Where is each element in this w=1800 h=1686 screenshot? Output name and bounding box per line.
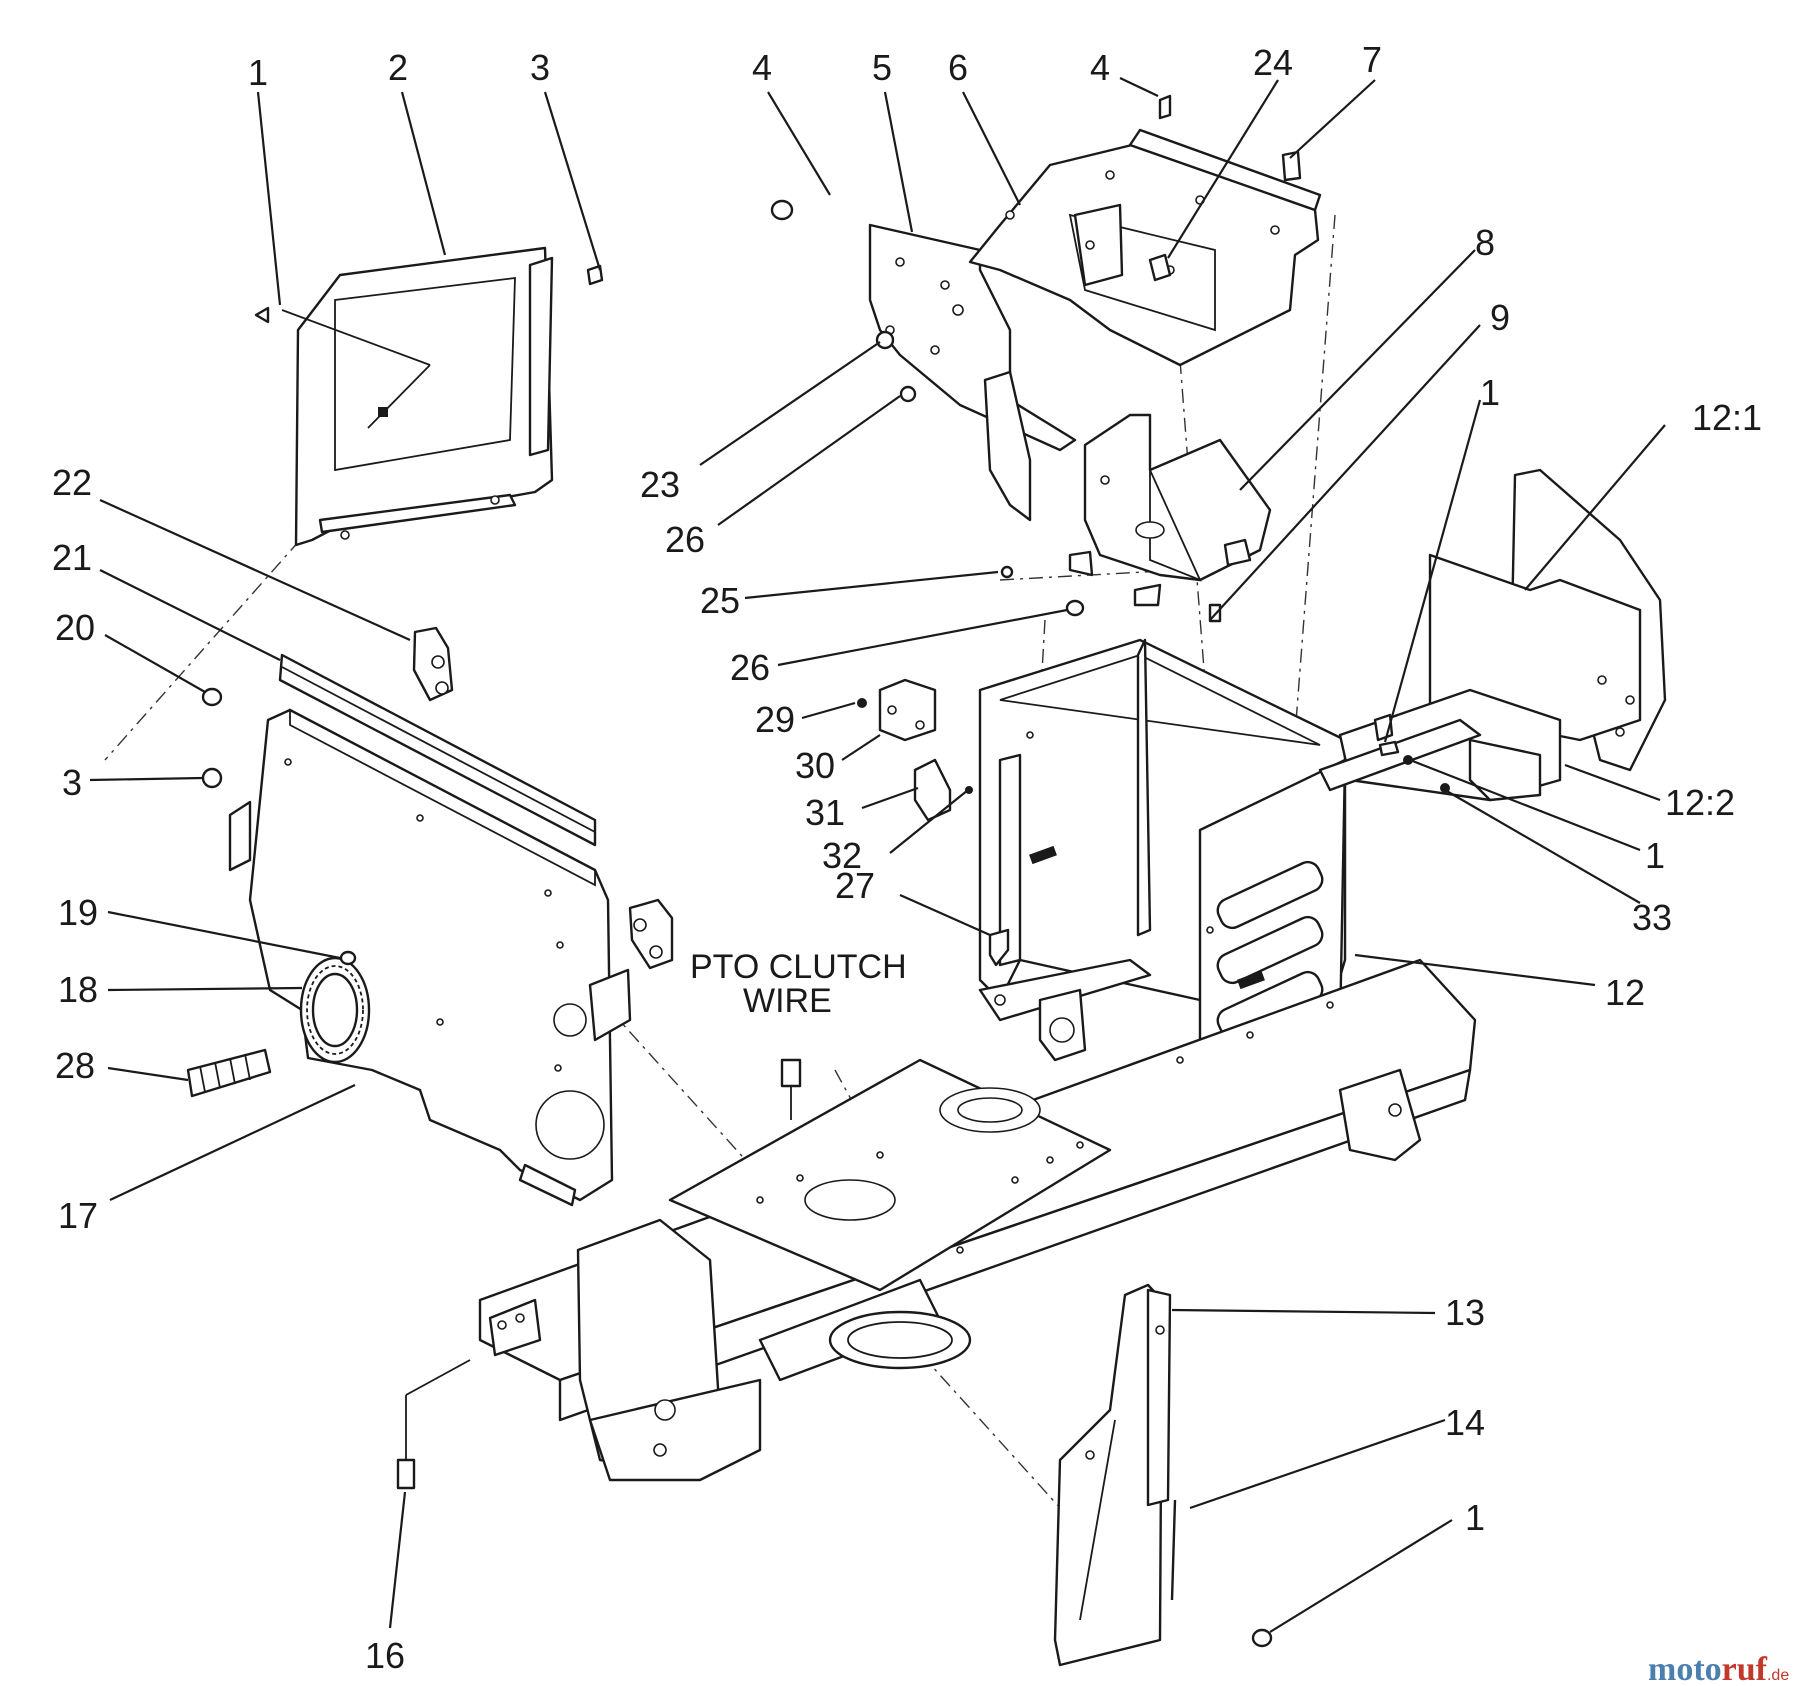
callout-14: 14 bbox=[1445, 1402, 1485, 1443]
part-22-clip bbox=[412, 626, 454, 702]
pto-clutch-wire-label: PTO CLUTCH WIRE bbox=[690, 948, 907, 1020]
callout-7: 7 bbox=[1362, 39, 1382, 80]
callout-3: 3 bbox=[530, 47, 550, 88]
part-21-rail bbox=[278, 653, 597, 847]
callout-30: 30 bbox=[795, 745, 835, 786]
part-12-2-mount bbox=[1318, 688, 1562, 802]
watermark-de: .de bbox=[1767, 1667, 1789, 1684]
callout-27: 27 bbox=[835, 865, 875, 906]
motoruf-watermark: motoruf.de bbox=[1648, 1651, 1789, 1686]
part-8-support-bracket bbox=[1068, 413, 1272, 607]
part-6-seat-bracket bbox=[968, 94, 1322, 367]
callout-5: 5 bbox=[872, 47, 892, 88]
callout-28: 28 bbox=[55, 1045, 95, 1086]
callout-16: 16 bbox=[365, 1635, 405, 1676]
callout-19: 19 bbox=[58, 892, 98, 933]
callout-labels: 1 2 3 4 5 6 4 24 7 8 9 1 12:1 22 21 20 3… bbox=[52, 39, 1762, 1676]
callout-22: 22 bbox=[52, 462, 92, 503]
part-left-side-panel bbox=[228, 708, 674, 1207]
part-main-frame bbox=[478, 958, 1477, 1482]
fasteners bbox=[201, 264, 1400, 1648]
part-12-1-rear-guard bbox=[1428, 468, 1667, 772]
callout-8: 8 bbox=[1475, 222, 1495, 263]
part-13-front-cover bbox=[1053, 1283, 1172, 1667]
pto-clutch-wire-connector bbox=[780, 1058, 802, 1120]
callout-33: 33 bbox=[1632, 897, 1672, 938]
part-16-connector bbox=[396, 1359, 471, 1490]
callout-2: 2 bbox=[388, 47, 408, 88]
part-28-spring bbox=[186, 1048, 272, 1098]
callout-25: 25 bbox=[700, 580, 740, 621]
callout-18: 18 bbox=[58, 969, 98, 1010]
callout-24: 24 bbox=[1253, 42, 1293, 83]
part-30-switch-bracket bbox=[857, 678, 973, 822]
watermark-moto: moto bbox=[1648, 1651, 1722, 1686]
callout-26: 26 bbox=[665, 519, 705, 560]
callout-31: 31 bbox=[805, 792, 845, 833]
callout-23: 23 bbox=[640, 464, 680, 505]
callout-20: 20 bbox=[55, 607, 95, 648]
callout-6: 6 bbox=[948, 47, 968, 88]
pto-label-line-1: PTO CLUTCH bbox=[690, 948, 907, 986]
callout-13: 13 bbox=[1445, 1292, 1485, 1333]
callout-32: 32 bbox=[822, 835, 862, 876]
watermark-text: motoruf.de bbox=[1648, 1651, 1789, 1686]
part-18-pulley bbox=[299, 956, 371, 1064]
callout-12-1: 12:1 bbox=[1692, 397, 1762, 438]
watermark-ruf: ruf bbox=[1722, 1651, 1768, 1686]
callout-1: 1 bbox=[248, 52, 268, 93]
callout-26: 26 bbox=[730, 647, 770, 688]
callout-17: 17 bbox=[58, 1195, 98, 1236]
callout-1: 1 bbox=[1465, 1497, 1485, 1538]
leader-lines bbox=[89, 77, 1666, 1633]
part-5-bracket bbox=[770, 199, 1077, 522]
callout-1: 1 bbox=[1645, 835, 1665, 876]
pto-label-line-2: WIRE bbox=[743, 982, 832, 1020]
callout-4: 4 bbox=[1090, 47, 1110, 88]
callout-9: 9 bbox=[1490, 297, 1510, 338]
callout-12: 12 bbox=[1605, 972, 1645, 1013]
callout-4: 4 bbox=[752, 47, 772, 88]
callout-21: 21 bbox=[52, 537, 92, 578]
callout-12-2: 12:2 bbox=[1665, 782, 1735, 823]
part-14-strip bbox=[1170, 1499, 1177, 1601]
callout-1: 1 bbox=[1480, 372, 1500, 413]
part-2-upper-side-panel bbox=[281, 246, 554, 547]
callout-3: 3 bbox=[62, 762, 82, 803]
callout-29: 29 bbox=[755, 699, 795, 740]
